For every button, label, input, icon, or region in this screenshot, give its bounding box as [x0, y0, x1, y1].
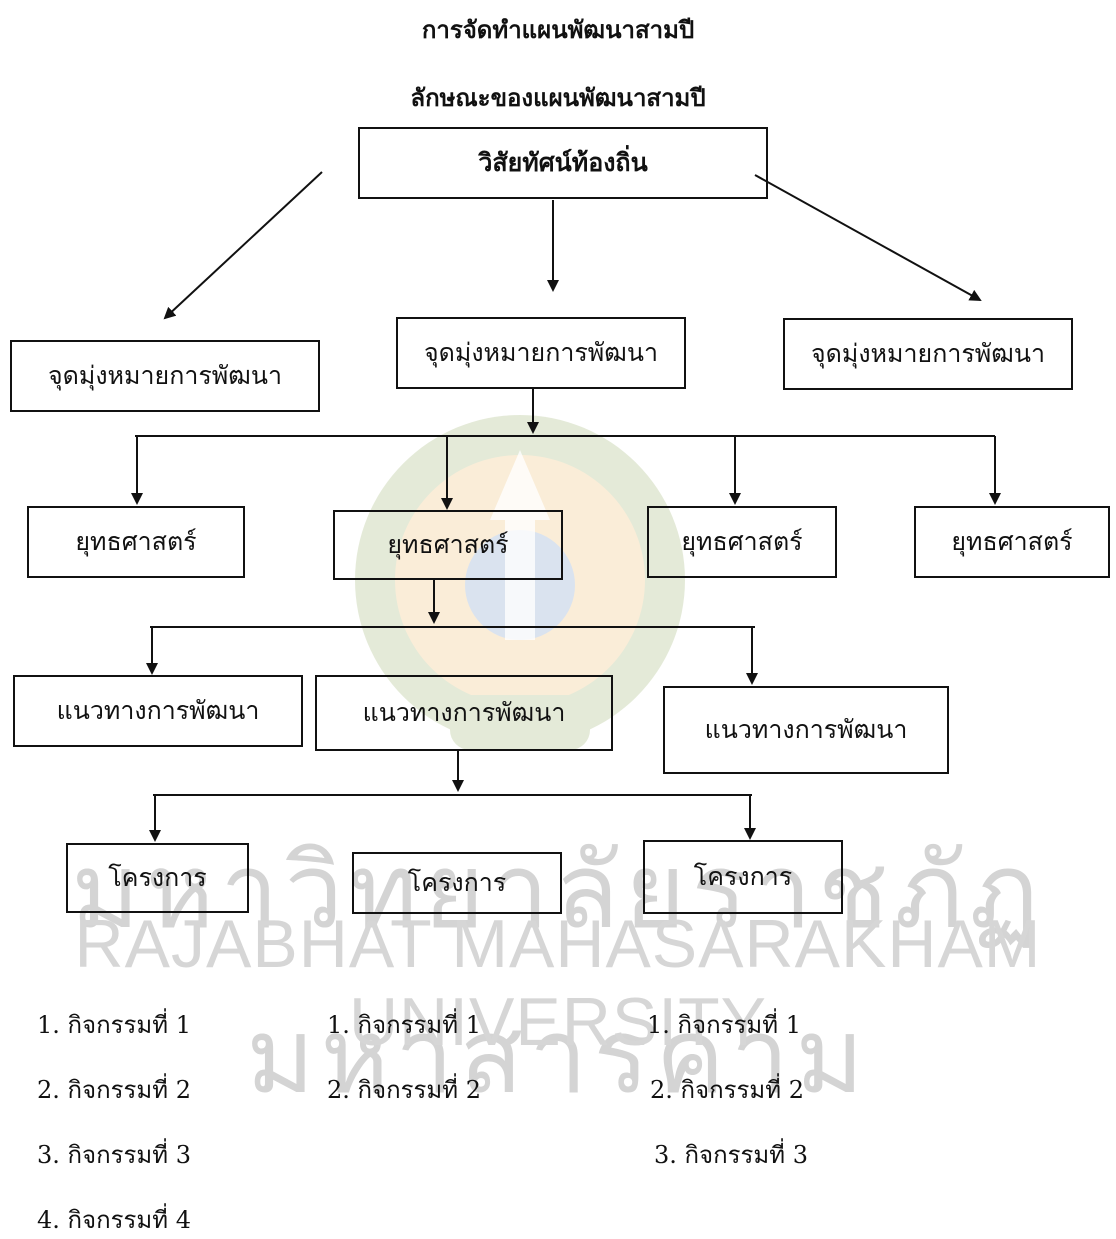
activity-item: 1. กิจกรรมที่ 1 [647, 1011, 801, 1039]
strategy-box-2: ยุทธศาสตร์ [333, 510, 563, 580]
strategy-box-4: ยุทธศาสตร์ [914, 506, 1110, 578]
strategy-box-1: ยุทธศาสตร์ [27, 506, 245, 578]
watermark-thai-text: มหาวิทยาลัยราชภัฏมหาสารคาม [71, 830, 1045, 1117]
university-seal-watermark [355, 415, 685, 750]
sub-title: ลักษณะของแผนพัฒนาสามปี [410, 83, 706, 112]
strategy-box-3: ยุทธศาสตร์ [647, 506, 837, 578]
project-box-3: โครงการ [643, 840, 843, 914]
vision-box: วิสัยทัศน์ท้องถิ่น [358, 127, 768, 199]
activity-item: 2. กิจกรรมที่ 2 [327, 1076, 481, 1104]
goal-box-left: จุดมุ่งหมายการพัฒนา [10, 340, 320, 412]
activity-item: 1. กิจกรรมที่ 1 [327, 1011, 481, 1039]
approach-box-3: แนวทางการพัฒนา [663, 686, 949, 774]
goal-box-right: จุดมุ่งหมายการพัฒนา [783, 318, 1073, 390]
activity-item: 3. กิจกรรมที่ 3 [37, 1141, 191, 1169]
activity-item: 2. กิจกรรมที่ 2 [37, 1076, 191, 1104]
activity-item: 2. กิจกรรมที่ 2 [650, 1076, 804, 1104]
approach-box-1: แนวทางการพัฒนา [13, 675, 303, 747]
project-box-1: โครงการ [66, 843, 249, 913]
activity-item: 4. กิจกรรมที่ 4 [37, 1206, 191, 1234]
main-title: การจัดทำแผนพัฒนาสามปี [421, 15, 695, 44]
approach-box-2: แนวทางการพัฒนา [315, 675, 613, 751]
goal-box-center: จุดมุ่งหมายการพัฒนา [396, 317, 686, 389]
arrow-vision-to-goal-left [163, 171, 323, 320]
project-box-2: โครงการ [352, 852, 562, 914]
activity-item: 3. กิจกรรมที่ 3 [654, 1141, 808, 1169]
activity-item: 1. กิจกรรมที่ 1 [37, 1011, 191, 1039]
arrow-vision-to-goal-right [754, 174, 982, 301]
watermark-english-text: RAJABHAT MAHASARAKHAM UNIVERSITY [74, 906, 1042, 1060]
